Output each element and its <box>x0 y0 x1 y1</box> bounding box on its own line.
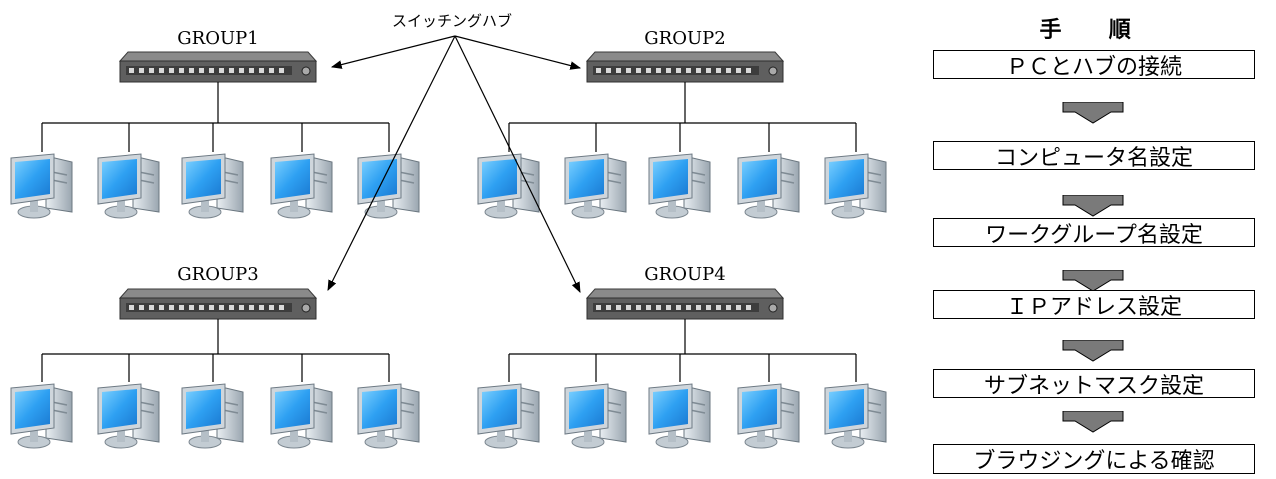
switching-hub-icon <box>585 51 785 83</box>
callout-arrow-group3 <box>327 35 456 291</box>
down-arrow-icon <box>1062 195 1124 217</box>
computer-icon <box>648 383 711 449</box>
computer-icon <box>10 153 73 219</box>
computer-icon <box>824 383 887 449</box>
step-3: ワークグループ名設定 <box>933 218 1255 247</box>
computer-icon <box>97 383 160 449</box>
callout-label: スイッチングハブ <box>392 12 512 30</box>
group-3: GROUP3 <box>10 264 420 449</box>
computer-icon <box>181 383 244 449</box>
switching-hub-callout: スイッチングハブ <box>327 12 582 293</box>
group-label: GROUP2 <box>644 28 725 49</box>
step-4: ＩＰアドレス設定 <box>933 290 1255 319</box>
computer-icon <box>824 153 887 219</box>
group-label: GROUP4 <box>644 264 725 285</box>
step-1: ＰＣとハブの接続 <box>933 50 1255 79</box>
callout-arrow-group4 <box>454 35 581 293</box>
step-6: ブラウジングによる確認 <box>933 444 1255 474</box>
step-2: コンピュータ名設定 <box>933 141 1255 170</box>
callout-arrow-group2 <box>454 35 582 70</box>
step-5: サブネットマスク設定 <box>933 369 1255 398</box>
group-2: GROUP2 <box>477 28 887 219</box>
computer-icon <box>477 383 540 449</box>
down-arrow-icon <box>1062 411 1124 433</box>
switching-hub-icon <box>118 288 318 320</box>
computer-icon <box>270 383 333 449</box>
computer-icon <box>357 383 420 449</box>
computer-icon <box>564 383 627 449</box>
computer-icon <box>564 153 627 219</box>
down-arrow-icon <box>1062 270 1124 292</box>
group-4: GROUP4 <box>477 264 887 449</box>
computer-icon <box>737 153 800 219</box>
down-arrow-icon <box>1062 102 1124 124</box>
switching-hub-icon <box>585 288 785 320</box>
switching-hub-icon <box>118 51 318 83</box>
down-arrow-icon <box>1062 340 1124 362</box>
computer-icon <box>357 153 420 219</box>
group-label: GROUP1 <box>177 28 258 49</box>
computer-icon <box>648 153 711 219</box>
callout-arrow-group1 <box>330 35 456 69</box>
procedure-panel: 手 順 ＰＣとハブの接続 コンピュータ名設定 ワークグループ名設定 ＩＰアドレス… <box>930 18 1260 479</box>
computer-icon <box>477 153 540 219</box>
computer-icon <box>10 383 73 449</box>
network-diagram: GROUP1 GROUP2 GROUP3 GROUP4 スイッチングハブ <box>10 12 887 449</box>
computer-icon <box>97 153 160 219</box>
group-label: GROUP3 <box>177 264 258 285</box>
group-1: GROUP1 <box>10 28 420 219</box>
computer-icon <box>737 383 800 449</box>
computer-icon <box>270 153 333 219</box>
computer-icon <box>181 153 244 219</box>
procedure-title: 手 順 <box>1039 18 1151 43</box>
